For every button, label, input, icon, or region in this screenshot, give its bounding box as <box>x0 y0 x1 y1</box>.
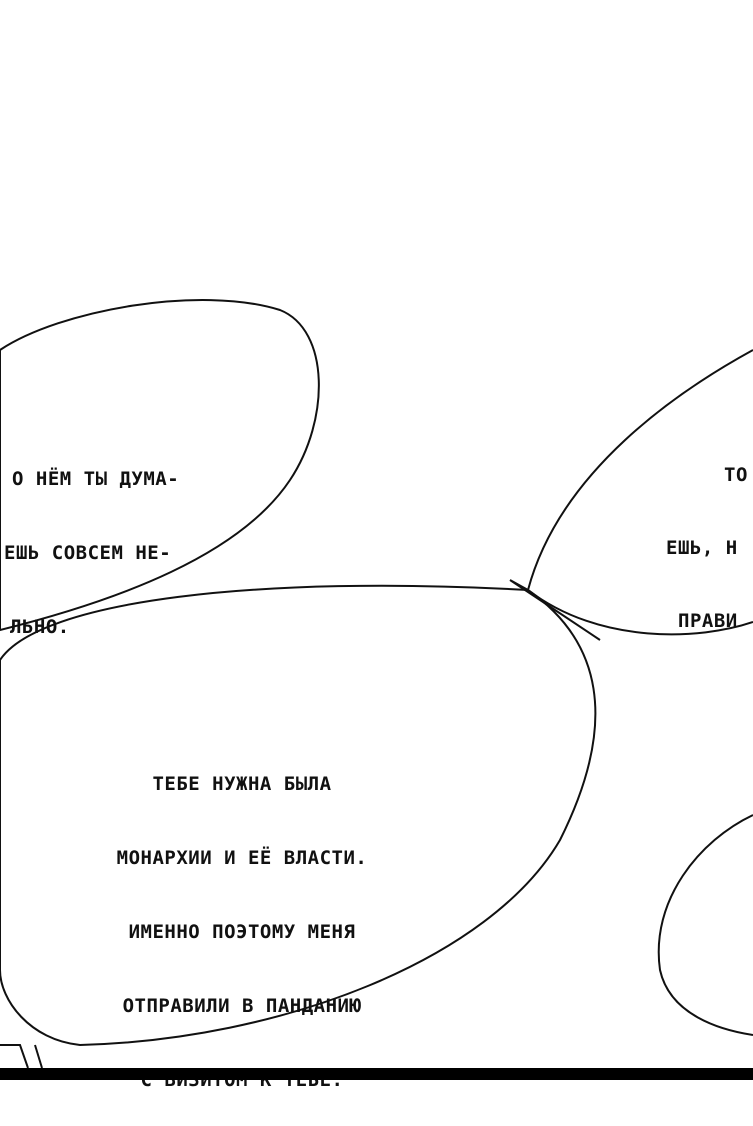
bubble-left-text: О НЁМ ТЫ ДУМА- ЕШЬ СОВСЕМ НЕ- ЛЬНО. <box>4 432 179 673</box>
bubble-left-line-3: ЛЬНО. <box>10 616 70 638</box>
bubble-center-text: ТЕБЕ НУЖНА БЫЛА МОНАРХИИ И ЕЁ ВЛАСТИ. ИМ… <box>52 737 432 1126</box>
bubble-left-line-1: О НЁМ ТЫ ДУМА- <box>12 468 180 490</box>
comic-panel <box>0 298 753 1069</box>
bubble-center-line-4: ОТПРАВИЛИ В ПАНДАНИЮ <box>122 995 362 1017</box>
speech-bubble-left <box>0 298 320 632</box>
bubble-center-line-2: МОНАРХИИ И ЕЁ ВЛАСТИ. <box>116 847 368 869</box>
speech-bubble-center <box>0 584 597 1047</box>
bubble-center-line-3: ИМЕННО ПОЭТОМУ МЕНЯ <box>128 921 356 943</box>
bubble-right-line-3: ПРАВИ <box>678 610 738 632</box>
speech-bubble-right <box>526 349 753 636</box>
speech-bubble-bottom-right <box>657 814 753 1036</box>
bubble-tail <box>509 579 601 641</box>
bubble-center-line-1: ТЕБЕ НУЖНА БЫЛА <box>152 773 332 795</box>
bubble-right-line-1: ТО <box>724 464 748 486</box>
panel-bottom-border <box>0 1068 753 1080</box>
bubble-left-line-2: ЕШЬ СОВСЕМ НЕ- <box>4 542 172 564</box>
speech-bubble-bottom-left-inner <box>34 1044 43 1069</box>
speech-bubble-bottom-left <box>0 1044 29 1069</box>
bubble-right-text: ТО ЕШЬ, Н ПРАВИ <box>666 428 748 666</box>
bubble-right-line-2: ЕШЬ, Н <box>666 537 738 559</box>
